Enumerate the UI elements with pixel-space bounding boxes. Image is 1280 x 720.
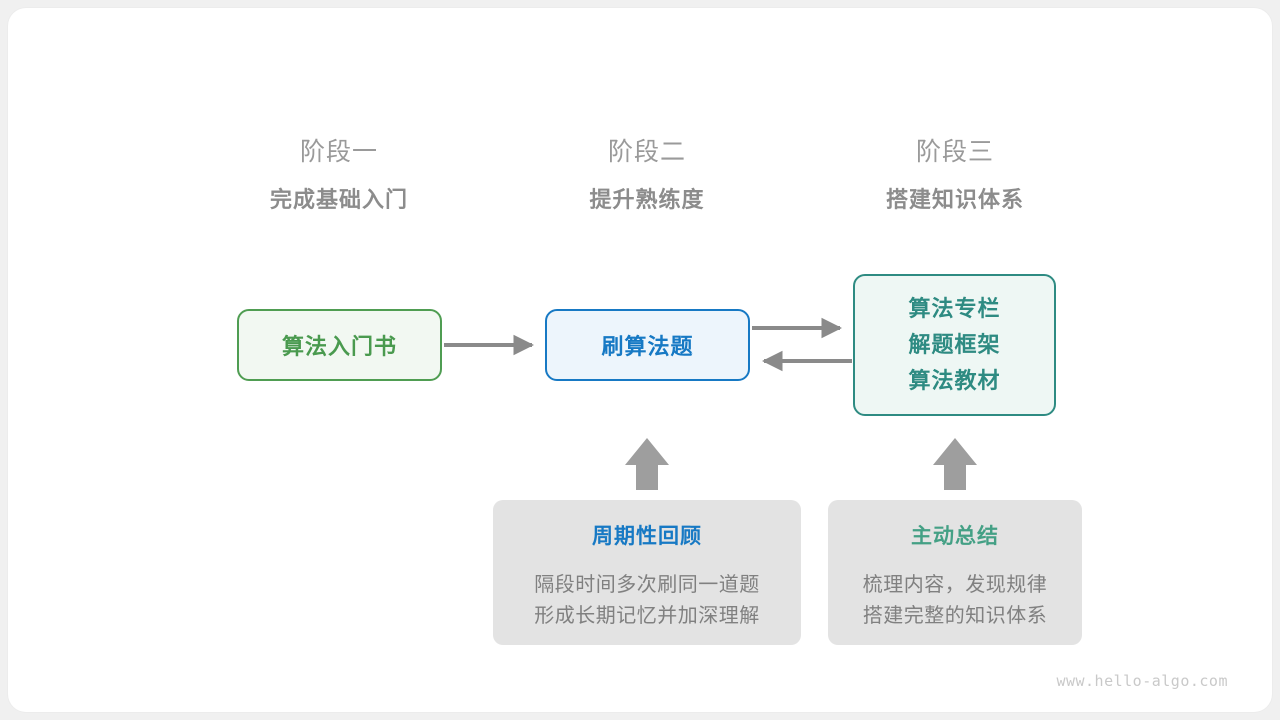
- tip-body-line-1: 隔段时间多次刷同一道题: [534, 574, 760, 596]
- flow-box-intro-book-label: 算法入门书: [281, 334, 397, 359]
- tip-card-active-summary[interactable]: 主动总结 梳理内容，发现规律 搭建完整的知识体系: [828, 500, 1082, 645]
- tip-card-periodic-review[interactable]: 周期性回顾 隔段时间多次刷同一道题 形成长期记忆并加深理解: [493, 500, 801, 645]
- stage-subtitle-3: 搭建知识体系: [885, 187, 1024, 212]
- tip-card-active-summary-body: 梳理内容，发现规律 搭建完整的知识体系: [828, 570, 1082, 632]
- stage-heading-2: 阶段二 提升熟练度: [517, 135, 777, 216]
- tip-body-line-2: 搭建完整的知识体系: [862, 605, 1048, 627]
- flow-box-practice-problems-label: 刷算法题: [601, 334, 694, 359]
- stage-number-1: 阶段一: [299, 138, 378, 166]
- flow-box-intro-book[interactable]: 算法入门书: [237, 309, 442, 381]
- tip-card-active-summary-title: 主动总结: [911, 525, 999, 548]
- stage-number-2: 阶段二: [607, 138, 686, 166]
- tip-body-line-2: 形成长期记忆并加深理解: [534, 605, 760, 627]
- stage-heading-3: 阶段三 搭建知识体系: [825, 135, 1085, 216]
- stage-number-3: 阶段三: [915, 138, 994, 166]
- stage-subtitle-1: 完成基础入门: [269, 187, 408, 212]
- arrow-summary-up: [933, 438, 977, 490]
- watermark-url: www.hello-algo.com: [1056, 672, 1228, 690]
- tip-card-periodic-review-title: 周期性回顾: [592, 525, 702, 548]
- tip-body-line-1: 梳理内容，发现规律: [862, 574, 1048, 596]
- tip-card-periodic-review-body: 隔段时间多次刷同一道题 形成长期记忆并加深理解: [493, 570, 801, 632]
- arrow-review-up: [625, 438, 669, 490]
- stage-subtitle-2: 提升熟练度: [589, 187, 705, 212]
- flow-box-resources-line-3: 算法教材: [908, 368, 1001, 393]
- flow-box-resources[interactable]: 算法专栏 解题框架 算法教材: [853, 274, 1056, 416]
- diagram-card: 阶段一 完成基础入门 阶段二 提升熟练度 阶段三 搭建知识体系: [8, 8, 1272, 712]
- stage-heading-1: 阶段一 完成基础入门: [209, 135, 469, 216]
- flow-box-practice-problems[interactable]: 刷算法题: [545, 309, 750, 381]
- flow-box-resources-line-2: 解题框架: [908, 332, 1001, 357]
- flow-box-resources-line-1: 算法专栏: [908, 296, 1001, 321]
